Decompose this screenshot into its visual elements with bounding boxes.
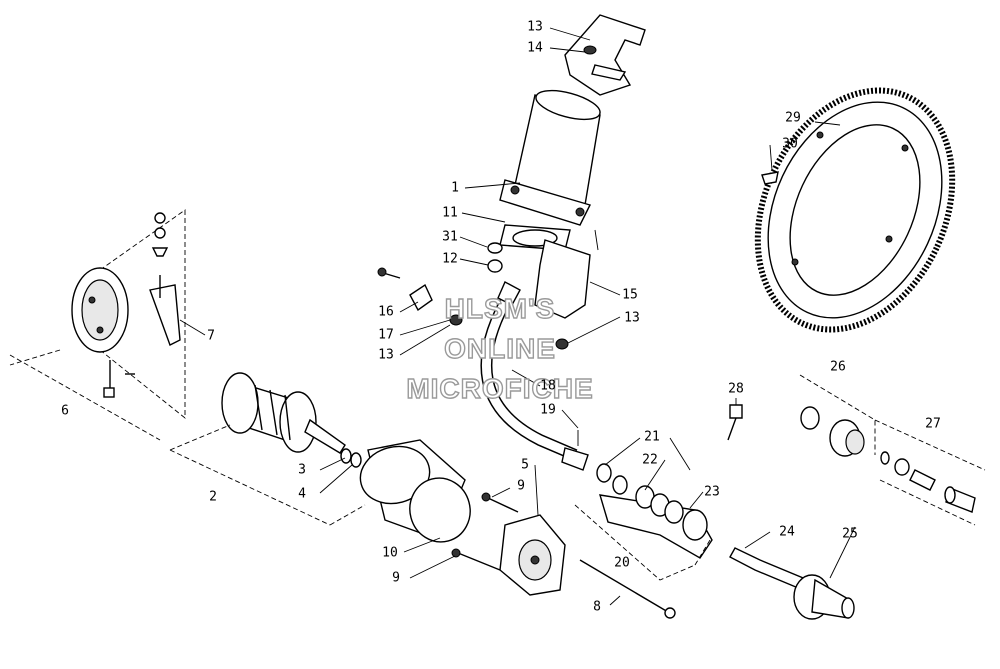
clutch-pinion-group: [799, 374, 986, 526]
callout-2: 2: [209, 490, 217, 505]
clutch-bracket: [574, 463, 713, 581]
callout-18: 18: [540, 379, 556, 394]
callout-25: 25: [842, 527, 858, 542]
callout-8: 8: [593, 600, 601, 615]
callout-14: 14: [527, 41, 543, 56]
drive-end-housing: [451, 492, 566, 596]
callout-7: 7: [207, 329, 215, 344]
callout-16: 16: [378, 305, 394, 320]
yoke-housing: [359, 439, 471, 543]
starter-bracket: [564, 14, 646, 96]
callout-12: 12: [442, 252, 458, 267]
washer-nut-set: [487, 242, 503, 273]
callout-20: 20: [614, 556, 630, 571]
callout-22: 22: [642, 453, 658, 468]
callout-24: 24: [779, 525, 795, 540]
through-bolt: [579, 559, 676, 619]
mounting-bolt: [727, 404, 743, 441]
leader-lines: [179, 27, 856, 606]
callout-19: 19: [540, 403, 556, 418]
callout-29: 29: [785, 111, 801, 126]
callout-21: 21: [644, 430, 660, 445]
watermark-line-3: MICROFICHE: [406, 373, 593, 404]
callout-15: 15: [622, 288, 638, 303]
callout-13-right: 13: [624, 311, 640, 326]
callout-27: 27: [925, 417, 941, 432]
thrust-washers: [340, 448, 362, 468]
watermark-line-2: ONLINE: [444, 333, 556, 364]
callout-9-upper: 9: [517, 479, 525, 494]
watermark: HLSM'S ONLINE MICROFICHE: [406, 292, 594, 404]
callout-17: 17: [378, 328, 394, 343]
watermark-line-1: HLSM'S: [445, 293, 556, 324]
callout-26: 26: [830, 360, 846, 375]
starter-motor: [499, 89, 601, 226]
brush-end-cap: [9, 209, 186, 441]
callout-23: 23: [704, 485, 720, 500]
starter-cable: [480, 281, 589, 471]
callouts: 1 2 3 4 5 6 7 8 9 9 10 11 12 13 13 13 14…: [61, 20, 941, 615]
armature: [169, 372, 366, 526]
callout-30: 30: [782, 137, 798, 152]
callout-11: 11: [442, 206, 458, 221]
callout-13-left: 13: [378, 348, 394, 363]
callout-10: 10: [382, 546, 398, 561]
callout-3: 3: [298, 463, 306, 478]
ring-gear: [754, 87, 956, 333]
callout-31: 31: [442, 230, 458, 245]
callout-28: 28: [728, 382, 744, 397]
callout-9-lower: 9: [392, 571, 400, 586]
callout-5: 5: [521, 458, 529, 473]
callout-1: 1: [451, 181, 459, 196]
pinion-shaft: [729, 547, 855, 620]
callout-13-top: 13: [527, 20, 543, 35]
callout-4: 4: [298, 487, 306, 502]
callout-6: 6: [61, 404, 69, 419]
starter-housing: [499, 224, 599, 319]
